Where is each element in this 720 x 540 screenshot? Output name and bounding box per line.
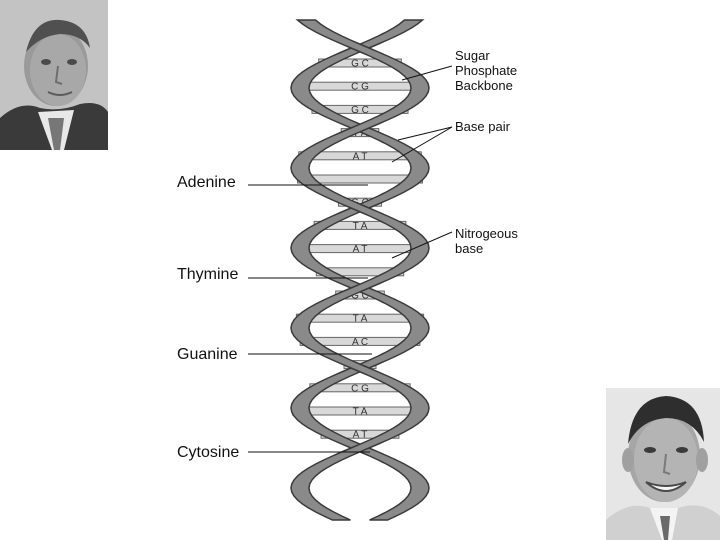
label-guanine: Guanine (177, 346, 238, 363)
label-sugar-phosphate-backbone: Sugar Phosphate Backbone (455, 48, 517, 93)
base-pair-letters: A T (353, 151, 368, 162)
helix-strands (290, 19, 430, 521)
label-base-pair: Base pair (455, 119, 510, 134)
base-pair-letters: G C (351, 291, 369, 302)
label-phosphate: Phosphate (455, 63, 518, 78)
label-thymine: Thymine (177, 266, 239, 283)
pointer-line (391, 126, 453, 163)
base-pair-letters: A T (353, 244, 368, 255)
base-pair-letters: C G (351, 82, 369, 93)
label-backbone: Backbone (455, 78, 513, 93)
base-pair-letters: T A (353, 407, 368, 418)
label-adenine: Adenine (177, 174, 236, 191)
base-pair-letters: A T (353, 430, 368, 441)
base-pair-letters: C G (351, 383, 369, 394)
pointer-line (397, 126, 453, 141)
portrait-bottom-right (606, 388, 720, 540)
portrait-top-left-image (0, 0, 108, 150)
helix-strand-front (290, 19, 430, 521)
label-sugar: Sugar (455, 48, 490, 63)
base-pair-letters: T A (353, 314, 368, 325)
base-pair-letters: A C (352, 337, 368, 348)
base-pair-rungs: G C C G G C T A A T G C T A A T G C T A A C C G T A A… (291, 58, 429, 441)
portrait-top-left (0, 0, 108, 150)
base-pair-letters: T A (353, 128, 368, 139)
portrait-bottom-right-image (606, 388, 720, 540)
label-pointer-lines (248, 65, 453, 453)
base-pair-letters: G C (351, 105, 369, 116)
base-pair-letters: T A (353, 221, 368, 232)
pointer-line (401, 65, 453, 81)
helix-strand-back (290, 19, 430, 521)
pointer-line (391, 231, 453, 259)
label-base: base (455, 241, 484, 256)
base-pair-letters: G C (351, 198, 369, 209)
label-nitrogeous-base: Nitrogeous base (455, 226, 518, 256)
base-pair-letters: G C (351, 59, 369, 70)
label-nitrogeous: Nitrogeous (455, 226, 518, 241)
label-cytosine: Cytosine (177, 444, 240, 461)
